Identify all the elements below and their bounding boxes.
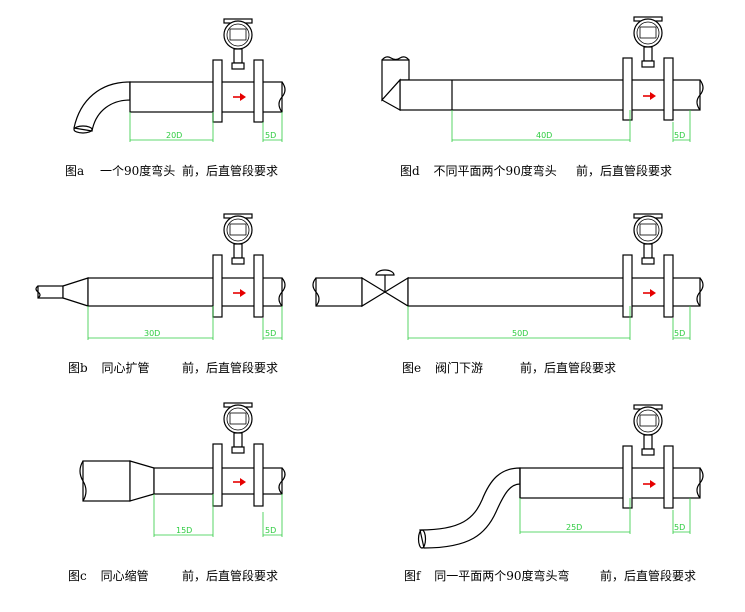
panel-d: 40D 5D 图d 不同平面两个90度弯头 前，后直管段要求 (381, 16, 704, 178)
dimension-label-upstream: 30D (144, 329, 160, 338)
dimension-label-upstream: 20D (166, 131, 182, 140)
panel-a: 20D 5D 图a 一个90度弯头 前，后直管段要求 (65, 18, 286, 178)
panel-c: 15D 5D 图c 同心缩管 前，后直管段要求 (68, 402, 286, 583)
caption-suffix: 前，后直管段要求 (182, 163, 278, 178)
svg-text:图e 阀门下游 前，后直管段要求: 图e 阀门下游 前，后直管段要求 (402, 360, 616, 375)
panel-f: 25D 5D 图f 同一平面两个90度弯头弯 前，后直管段要求 (404, 404, 704, 583)
caption-label: 图e (402, 361, 421, 375)
caption-desc: 同心缩管 (101, 568, 149, 583)
dimension-label-upstream: 40D (536, 131, 552, 140)
caption-label: 图d (400, 164, 420, 178)
caption-label: 图a (65, 164, 84, 178)
caption-desc: 不同平面两个90度弯头 (434, 163, 557, 178)
svg-text:图f 同一平面两个90度弯头弯 前，: 图f 同一平面两个90度弯头弯 前，后直管段要求 (404, 568, 696, 583)
caption-desc: 一个90度弯头 (100, 163, 175, 178)
caption-desc: 阀门下游 (435, 360, 483, 375)
svg-text:图c 同心缩管 前，后直管段要求: 图c 同心缩管 前，后直管段要求 (68, 568, 278, 583)
svg-text:图d 不同平面两个90度弯头 前，后: 图d 不同平面两个90度弯头 前，后直管段要求 (400, 163, 672, 178)
dimension-label-upstream: 50D (512, 329, 528, 338)
caption-label: 图f (404, 569, 422, 583)
caption-label: 图c (68, 569, 87, 583)
caption-label: 图b (68, 361, 88, 375)
dimension-label-downstream: 5D (674, 523, 685, 532)
caption-suffix: 前，后直管段要求 (600, 568, 696, 583)
caption-suffix: 前，后直管段要求 (182, 360, 278, 375)
caption-suffix: 前，后直管段要求 (520, 360, 616, 375)
dimension-label-downstream: 5D (674, 131, 685, 140)
dimension-label-downstream: 5D (265, 131, 276, 140)
svg-text:图b 同心扩管 前，后直管段要求: 图b 同心扩管 前，后直管段要求 (68, 360, 278, 375)
dimension-label-downstream: 5D (674, 329, 685, 338)
dimension-label-upstream: 15D (176, 526, 192, 535)
panel-b: 30D 5D 图b 同心扩管 前，后直管段要求 (35, 213, 286, 375)
caption-desc: 同一平面两个90度弯头弯 (434, 568, 569, 583)
caption-suffix: 前，后直管段要求 (182, 568, 278, 583)
svg-text:图a 一个90度弯头 前，后直管段要: 图a 一个90度弯头 前，后直管段要求 (65, 163, 278, 178)
dimension-label-downstream: 5D (265, 526, 276, 535)
caption-desc: 同心扩管 (102, 360, 150, 375)
caption-suffix: 前，后直管段要求 (576, 163, 672, 178)
dimension-label-downstream: 5D (265, 329, 276, 338)
dimension-label-upstream: 25D (566, 523, 582, 532)
panel-e: 50D 5D 图e 阀门下游 前，后直管段要求 (312, 213, 704, 375)
